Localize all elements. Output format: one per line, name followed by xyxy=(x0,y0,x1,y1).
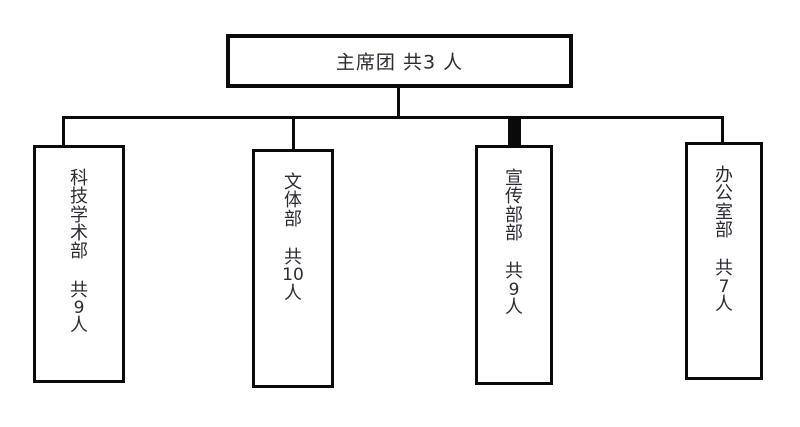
node-count-number: 9 xyxy=(508,279,520,300)
node-label-char: 部 xyxy=(284,208,302,230)
node-count-prefix: 共 xyxy=(70,279,88,301)
connector-horizontal-bus xyxy=(62,116,724,119)
connector-drop-child-4 xyxy=(721,116,724,142)
node-count-suffix: 人 xyxy=(505,297,523,319)
node-label-char: 技 xyxy=(70,186,88,208)
node-label-char: 体 xyxy=(284,190,302,212)
connector-drop-child-2 xyxy=(292,116,295,149)
node-label-child-1: 科 技 学 术 部 共 9 人 xyxy=(36,168,122,374)
root-node-label: 主席团 共3 人 xyxy=(335,51,464,74)
connector-drop-child-3 xyxy=(508,116,521,146)
node-count-suffix: 人 xyxy=(715,294,733,316)
node-label-char: 学 xyxy=(70,204,88,226)
node-box-child-4[interactable]: 办 公 室 部 共 7 人 xyxy=(685,142,763,380)
node-count-suffix: 人 xyxy=(70,315,88,337)
connector-drop-child-1 xyxy=(62,116,65,145)
node-count-prefix: 共 xyxy=(284,247,302,269)
node-label-char: 文 xyxy=(284,172,302,193)
node-label-child-3: 宣 传 部 部 共 9 人 xyxy=(478,168,550,376)
connector-root-stem xyxy=(397,88,400,118)
node-label-char: 传 xyxy=(505,186,523,208)
node-label-char: 室 xyxy=(715,201,733,223)
node-label-char: 部 xyxy=(505,223,523,245)
node-label-char: 部 xyxy=(715,220,733,242)
node-box-root[interactable]: 主席团 共3 人 xyxy=(226,34,573,88)
node-count-suffix: 人 xyxy=(284,282,302,304)
node-box-child-1[interactable]: 科 技 学 术 部 共 9 人 xyxy=(33,145,125,383)
node-label-char: 公 xyxy=(715,183,733,205)
node-label-char: 部 xyxy=(505,204,523,226)
node-count-number: 9 xyxy=(73,298,85,319)
node-count-number: 7 xyxy=(718,276,730,297)
node-label-char: 办 xyxy=(715,165,733,186)
node-label-char: 部 xyxy=(70,241,88,263)
node-box-child-3[interactable]: 宣 传 部 部 共 9 人 xyxy=(475,145,553,385)
node-count-prefix: 共 xyxy=(715,258,733,280)
node-label-char: 科 xyxy=(70,168,88,189)
node-label-child-2: 文 体 部 共 10 人 xyxy=(255,172,331,379)
node-label-char: 宣 xyxy=(505,168,523,189)
node-label-char: 术 xyxy=(70,223,88,245)
node-box-child-2[interactable]: 文 体 部 共 10 人 xyxy=(252,149,334,388)
node-count-prefix: 共 xyxy=(505,261,523,283)
node-label-child-4: 办 公 室 部 共 7 人 xyxy=(688,165,760,371)
node-count-number: 10 xyxy=(282,265,304,286)
